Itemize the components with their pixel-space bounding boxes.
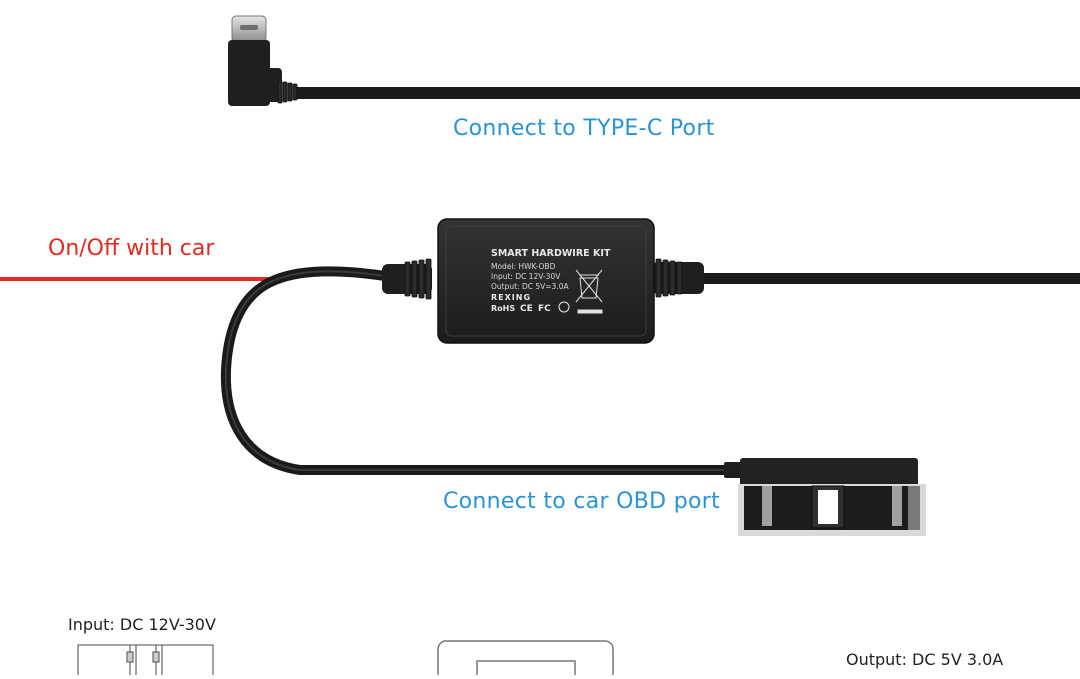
box-input: Input: DC 12V-30V [491,272,561,281]
box-rohs: RoHS [491,304,515,313]
box-outline-illustration [437,640,614,679]
left-strain-relief [382,258,432,300]
weee-bin-icon [575,269,603,314]
type-c-cable [296,87,1080,99]
box-output: Output: DC 5V=3.0A [491,282,569,291]
box-title: SMART HARDWIRE KIT [491,248,611,259]
right-strain-relief [652,258,704,298]
box-ce: CE [520,304,533,314]
output-spec-label: Output: DC 5V 3.0A [846,650,1004,669]
on-off-label: On/Off with car [48,236,215,261]
usb-type-c-connector [228,15,298,106]
flat-cable-highlight [224,270,745,471]
right-cable [700,273,1080,284]
box-fc: FC [538,304,551,314]
typec-port-label: Connect to TYPE-C Port [453,116,715,141]
recycle-icon [558,301,570,313]
hardwire-control-box: SMART HARDWIRE KIT Model: HWK-OBD Input:… [437,218,655,344]
box-model: Model: HWK-OBD [491,262,556,271]
fuse-tap-illustration [77,644,214,679]
box-brand: REXING [491,293,531,302]
input-spec-label: Input: DC 12V-30V [68,615,216,634]
obd-port-label: Connect to car OBD port [443,489,720,514]
obd-connector [724,458,926,536]
